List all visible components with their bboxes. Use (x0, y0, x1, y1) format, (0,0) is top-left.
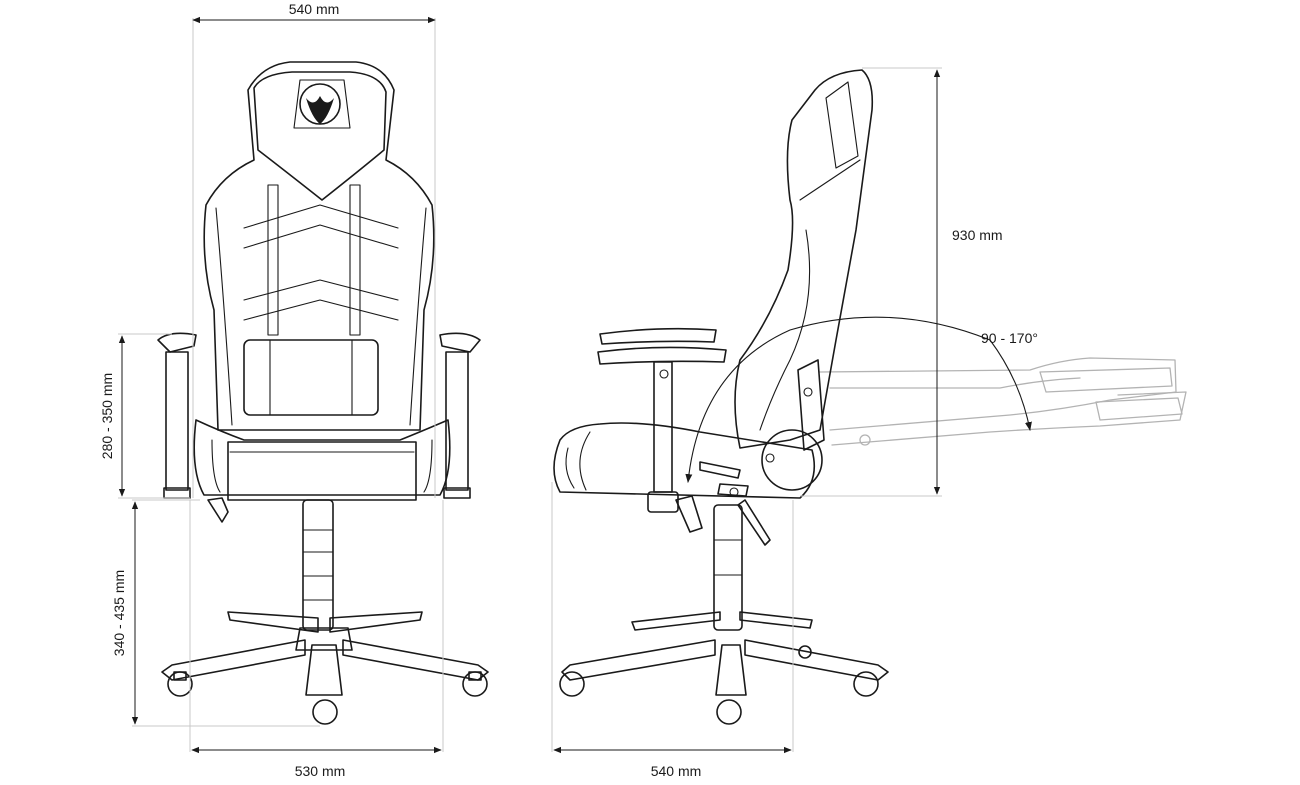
side-view-backrest (734, 69, 874, 451)
side-view-base (559, 611, 889, 725)
armrest-height-label: 280 - 350 mm (99, 373, 115, 459)
side-view-armrest (597, 327, 727, 513)
side-view-chair (553, 69, 1187, 725)
front-view-gas-lift (302, 499, 334, 631)
front-view-seat (193, 419, 451, 523)
dimension-labels: 540 mm 280 - 350 mm 340 - 435 mm 530 mm … (99, 1, 1038, 779)
front-view-base (161, 611, 489, 725)
front-view-chair (157, 61, 489, 725)
recline-angle-arc (685, 316, 1032, 483)
front-view-backrest (203, 61, 435, 431)
side-view-gas-lift (675, 495, 771, 631)
dimension-lines (118, 16, 942, 754)
side-view-reclined-ghost (819, 357, 1187, 446)
base-width-label: 530 mm (295, 763, 346, 779)
top-width-label: 540 mm (289, 1, 340, 17)
side-view-seat (553, 422, 823, 499)
total-height-label: 930 mm (952, 227, 1003, 243)
recline-angle-label: 90 - 170° (981, 330, 1038, 346)
seat-height-label: 340 - 435 mm (111, 570, 127, 656)
side-depth-label: 540 mm (651, 763, 702, 779)
